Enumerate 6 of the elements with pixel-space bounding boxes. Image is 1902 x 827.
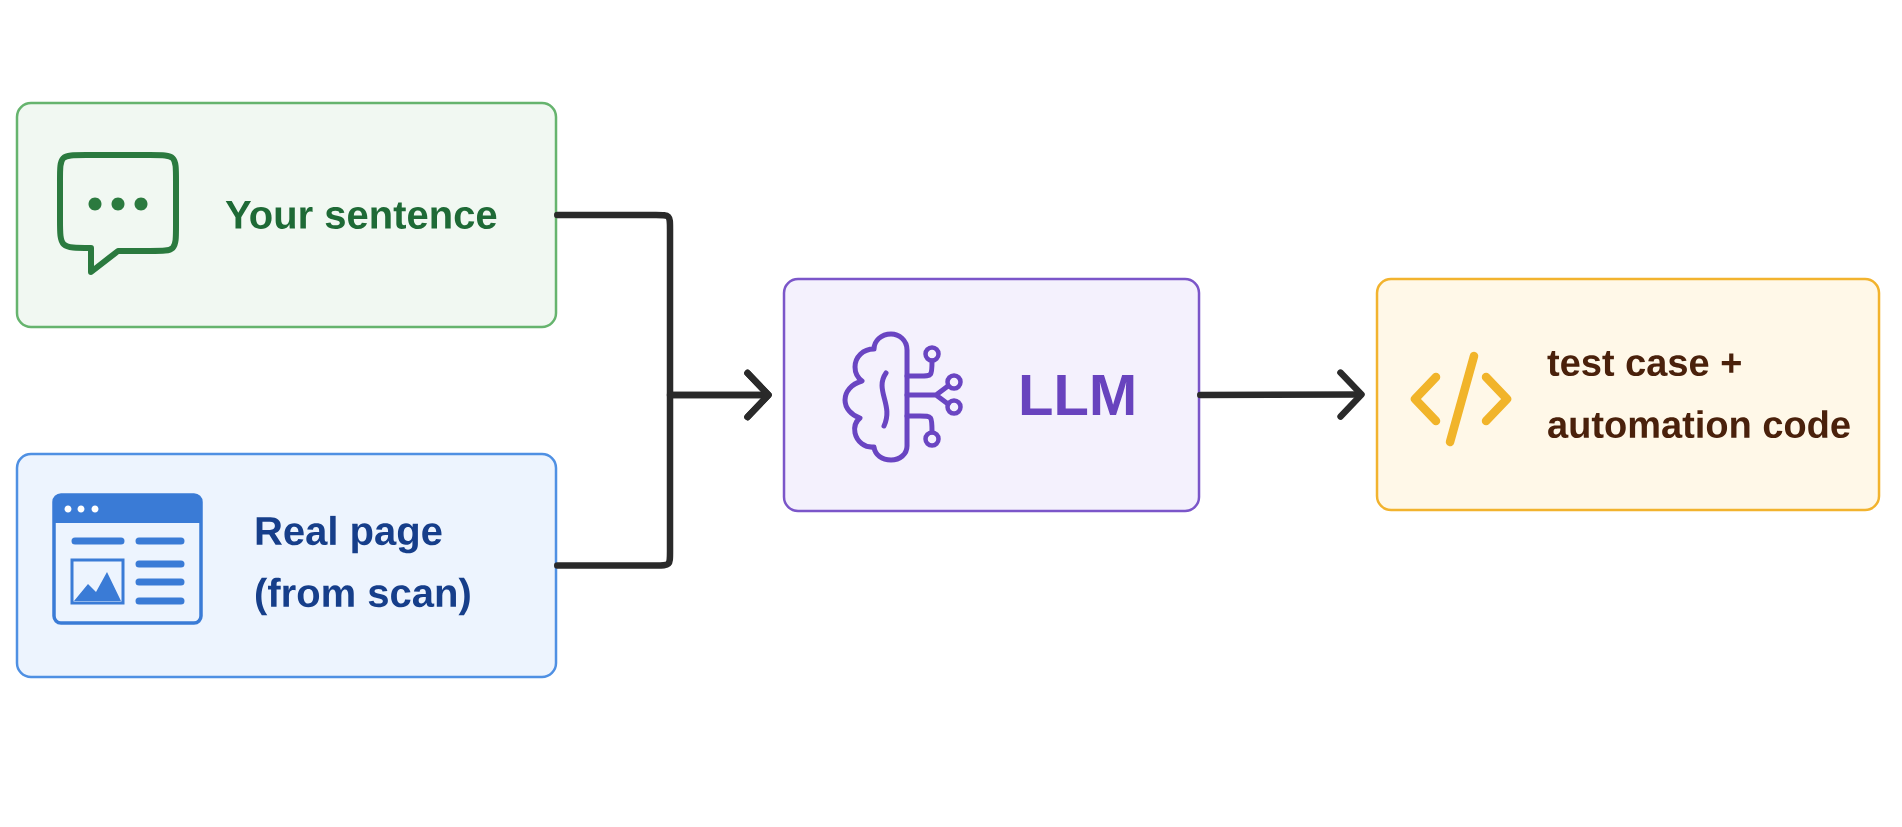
process-box: Real page (from scan): [15, 452, 558, 679]
process-box: test case + automation code: [1375, 277, 1881, 512]
arrow: [554, 369, 772, 569]
process-box: LLM: [782, 277, 1201, 513]
process-box: Your sentence: [15, 101, 558, 329]
arrow: [1197, 369, 1365, 420]
